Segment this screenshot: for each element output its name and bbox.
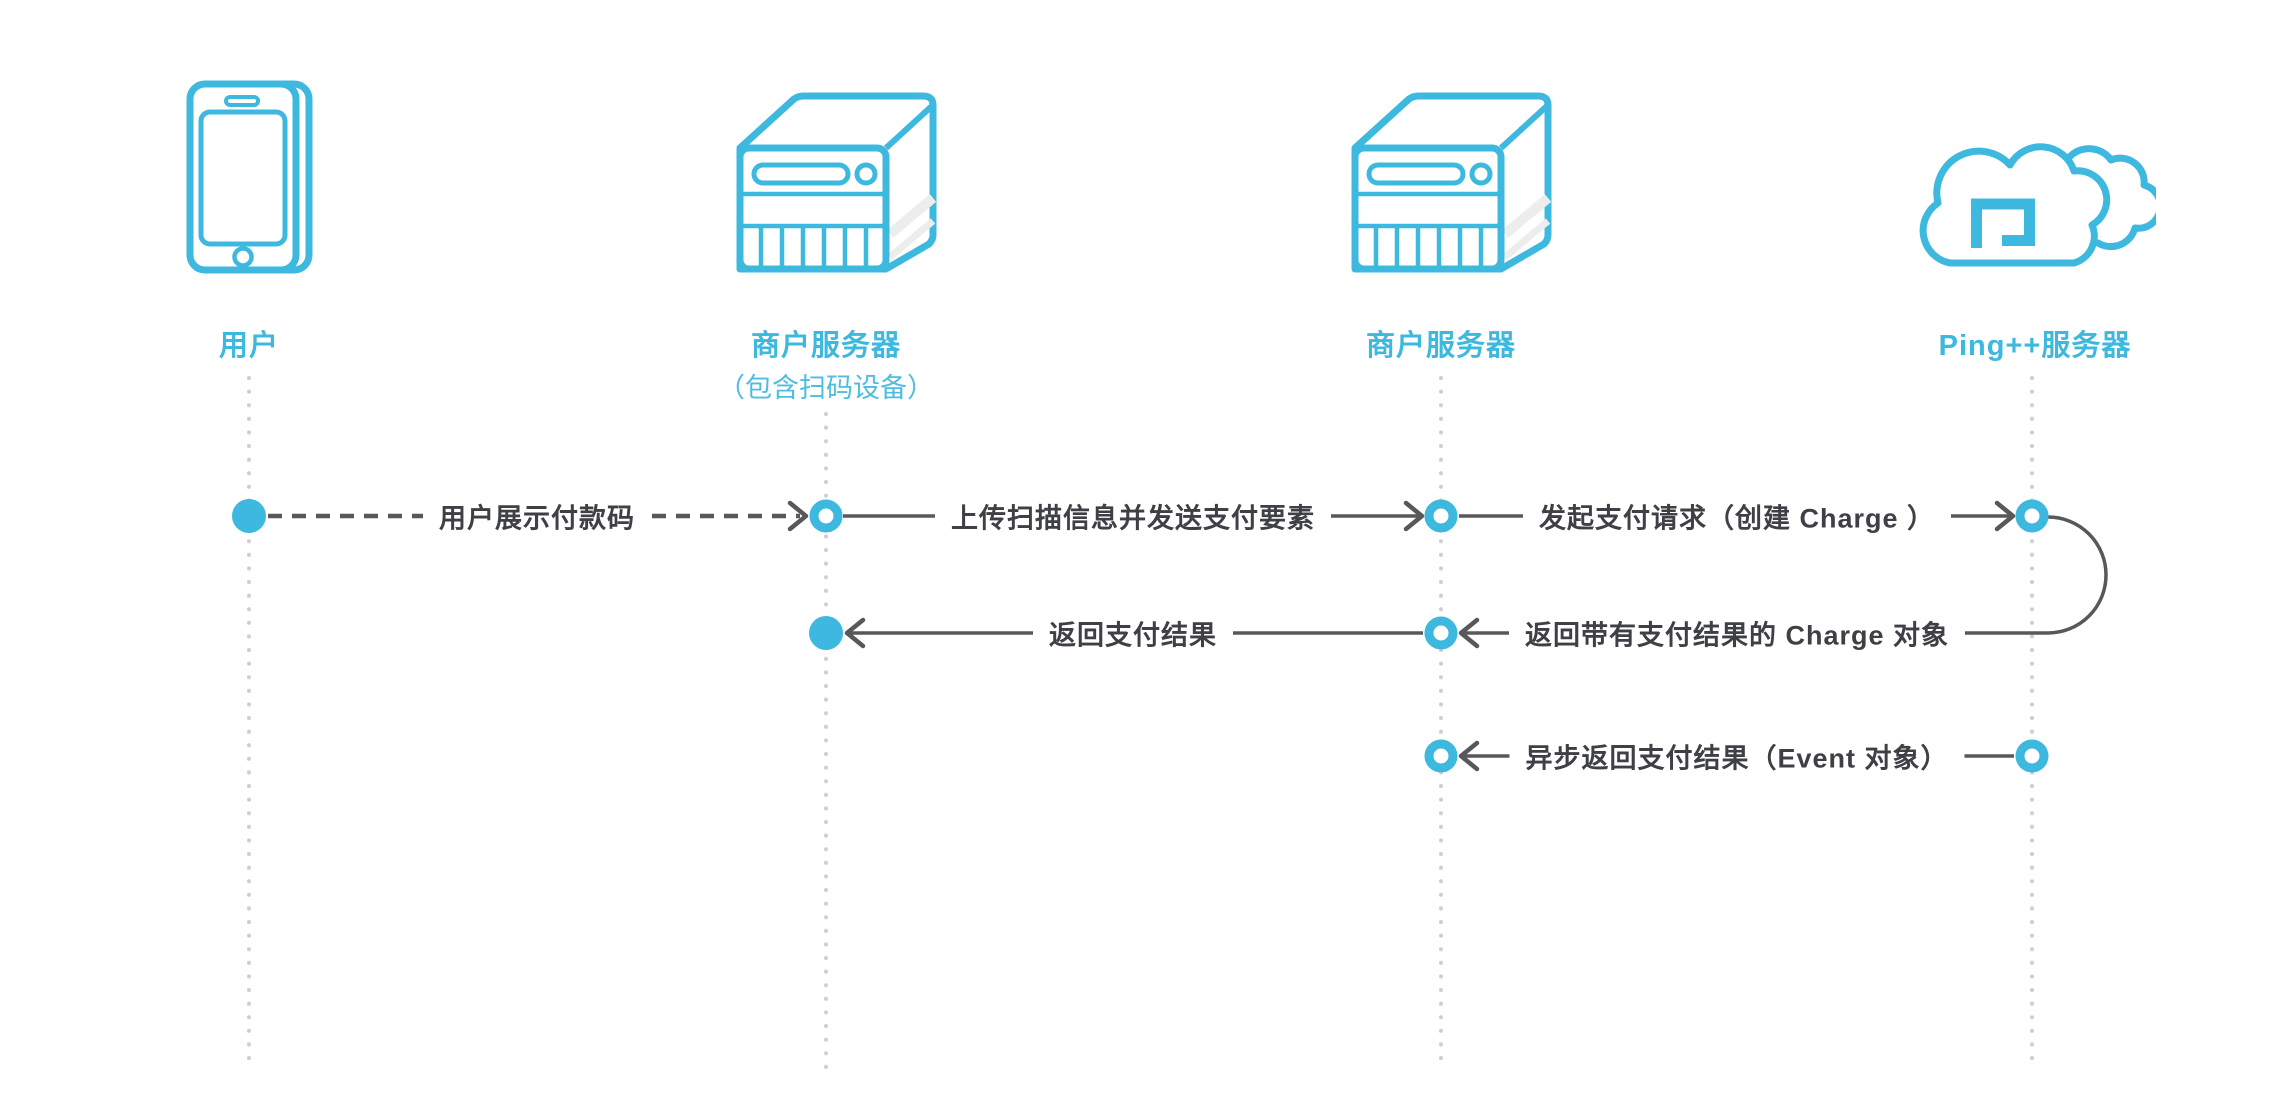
message-1-arrowhead — [787, 500, 809, 532]
ring-dot — [1424, 499, 1458, 533]
message-2-label: 上传扫描信息并发送支付要素 — [935, 493, 1331, 539]
ring-dot — [2015, 499, 2049, 533]
ring-dot — [1424, 739, 1458, 773]
message-5-label: 返回带有支付结果的 Charge 对象 — [1508, 610, 1966, 656]
message-6-arrowhead — [1458, 740, 1480, 772]
ring-dot — [2015, 739, 2049, 773]
message-4-label: 返回支付结果 — [1033, 610, 1233, 656]
message-3-arrowhead — [1994, 500, 2016, 532]
actor-label-pingpp-server: Ping++服务器 — [1938, 330, 2132, 362]
cloud-pingpp-icon — [1906, 114, 2164, 274]
filled-dot — [809, 616, 843, 650]
actor-label-user: 用户 — [218, 330, 280, 362]
message-5-arrowhead — [1458, 617, 1480, 649]
actor-label-merchant-server-1: 商户服务器 — [750, 330, 902, 362]
pingpp-logo-glyph — [1971, 198, 2035, 248]
ring-dot — [809, 499, 843, 533]
endpoint-dots — [232, 499, 2049, 773]
smartphone-icon — [186, 80, 314, 274]
message-1-label: 用户展示付款码 — [423, 493, 651, 539]
server-icon — [1341, 88, 1556, 273]
message-2-arrowhead — [1403, 500, 1425, 532]
message-5-line — [1461, 515, 2108, 635]
message-4-arrowhead — [844, 617, 866, 649]
actor-label-merchant-server-2: 商户服务器 — [1365, 330, 1517, 362]
message-6-label: 异步返回支付结果（Event 对象） — [1509, 733, 1965, 779]
actor-sublabel-merchant-server-1: （包含扫码设备） — [718, 373, 934, 403]
ring-dot — [1424, 616, 1458, 650]
filled-dot — [232, 499, 266, 533]
message-3-label: 发起支付请求（创建 Charge ） — [1522, 493, 1952, 539]
server-icon — [726, 88, 941, 273]
